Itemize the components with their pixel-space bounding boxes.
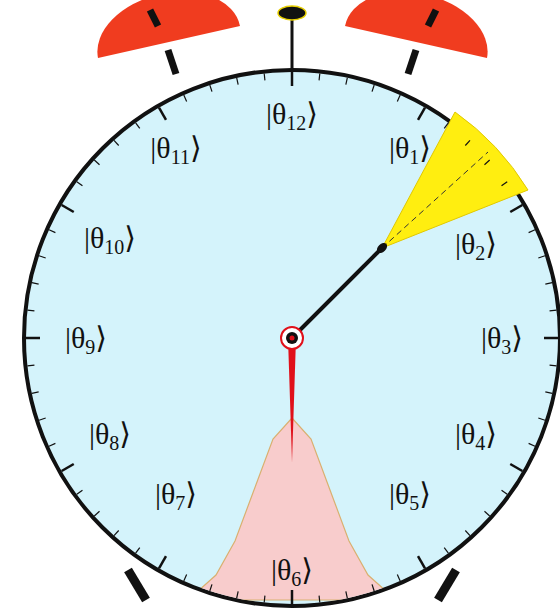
minute-tick <box>538 256 545 258</box>
minute-tick <box>49 230 55 233</box>
hub-core <box>286 332 298 344</box>
minute-tick <box>39 418 46 420</box>
hour-tick <box>418 108 425 120</box>
minute-tick <box>114 530 119 535</box>
minute-tick <box>550 364 557 366</box>
right-bell <box>345 0 488 58</box>
state-label: |θ7⟩ <box>155 479 197 513</box>
state-label: |θ8⟩ <box>89 419 131 453</box>
minute-tick <box>444 548 448 554</box>
stem-knob <box>278 6 306 20</box>
minute-tick <box>264 73 266 80</box>
hour-tick <box>544 337 558 340</box>
minute-tick <box>94 511 99 516</box>
state-label: |θ12⟩ <box>266 99 318 133</box>
minute-tick <box>136 548 140 554</box>
hour-tick <box>159 556 166 568</box>
hour-tick <box>26 337 40 340</box>
minute-tick <box>397 95 400 101</box>
state-label: |θ2⟩ <box>455 229 497 263</box>
minute-tick <box>318 73 320 80</box>
stem <box>291 18 294 72</box>
minute-tick <box>184 575 187 581</box>
minute-tick <box>545 283 552 284</box>
minute-tick <box>39 256 46 258</box>
minute-tick <box>465 140 470 145</box>
hour-tick <box>291 72 294 86</box>
minute-tick <box>77 490 83 494</box>
minute-tick <box>136 123 140 129</box>
minute-tick <box>444 123 448 129</box>
minute-tick <box>550 310 557 312</box>
hour-tick <box>291 590 294 604</box>
minute-tick <box>484 160 489 165</box>
minute-tick <box>484 511 489 516</box>
minute-tick <box>397 575 400 581</box>
left-bell <box>97 0 240 58</box>
minute-tick <box>264 596 266 603</box>
minute-tick <box>32 392 39 393</box>
minute-tick <box>210 85 212 92</box>
minute-hand <box>292 248 382 338</box>
minute-tick <box>49 443 55 446</box>
state-label: |θ9⟩ <box>65 323 107 357</box>
minute-tick <box>372 85 374 92</box>
minute-tick <box>237 591 238 598</box>
minute-tick <box>502 182 508 186</box>
minute-tick <box>318 596 320 603</box>
hour-tick <box>62 464 74 471</box>
state-label: |θ5⟩ <box>389 479 431 513</box>
minute-tick <box>210 584 212 591</box>
minute-tick <box>346 78 347 85</box>
hub <box>281 327 303 349</box>
state-label: |θ10⟩ <box>84 223 136 257</box>
minute-tick <box>465 530 470 535</box>
hour-tick <box>159 108 166 120</box>
state-label: |θ3⟩ <box>481 323 523 357</box>
hour-tick <box>62 205 74 212</box>
hour-hand <box>288 338 296 462</box>
bell-post <box>150 10 158 26</box>
minute-tick <box>94 160 99 165</box>
minute-tick <box>184 95 187 101</box>
hour-tick <box>510 464 522 471</box>
bell-post <box>428 10 436 26</box>
minute-tick <box>237 78 238 85</box>
hour-tick <box>418 556 425 568</box>
hub-dot <box>290 336 295 341</box>
leg <box>438 570 456 600</box>
state-label: |θ4⟩ <box>455 419 497 453</box>
state-label: |θ6⟩ <box>271 555 313 589</box>
minute-tick <box>529 230 535 233</box>
minute-tick <box>27 364 34 366</box>
minute-tick <box>502 490 508 494</box>
clock-face <box>24 70 560 606</box>
minute-tick <box>346 591 347 598</box>
state-label: |θ1⟩ <box>389 133 431 167</box>
bell-post <box>168 50 176 74</box>
minute-tick <box>372 584 374 591</box>
hand-tip <box>375 241 389 255</box>
minute-tick <box>114 140 119 145</box>
uncertainty-wedge <box>382 112 528 248</box>
hour-tick <box>510 205 522 212</box>
minute-tick <box>27 310 34 312</box>
minute-tick <box>529 443 535 446</box>
state-label: |θ11⟩ <box>150 133 201 167</box>
minute-tick <box>77 182 83 186</box>
minute-tick <box>32 283 39 284</box>
minute-tick <box>538 418 545 420</box>
leg <box>128 570 146 600</box>
minute-tick <box>545 392 552 393</box>
bell-post <box>408 50 416 74</box>
